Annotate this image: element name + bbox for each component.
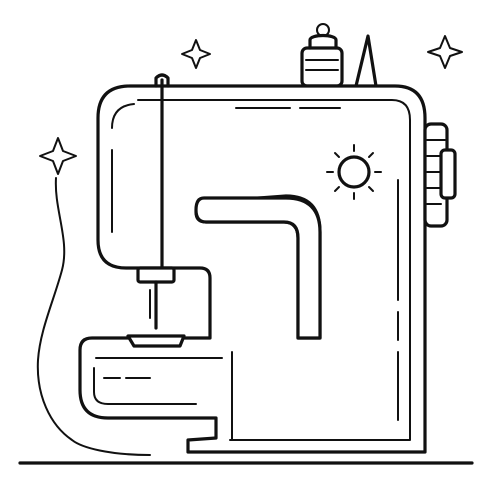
needle-icon <box>136 266 176 330</box>
spool-pin <box>354 34 378 88</box>
handwheel <box>423 122 457 228</box>
machine-body <box>78 84 427 454</box>
arm-outline <box>194 196 322 340</box>
sparkle-icon <box>39 137 77 175</box>
body-inner-outline <box>137 99 411 441</box>
thread-spool-icon <box>300 23 344 88</box>
presser-foot <box>126 334 186 348</box>
dial-wheel-icon <box>326 144 382 200</box>
highlight-stroke <box>111 103 135 129</box>
sparkle-icon <box>427 35 463 69</box>
bed-inner <box>93 367 197 405</box>
presser-lever <box>154 73 170 88</box>
sparkle-icon <box>181 39 211 69</box>
power-cord <box>36 177 151 456</box>
